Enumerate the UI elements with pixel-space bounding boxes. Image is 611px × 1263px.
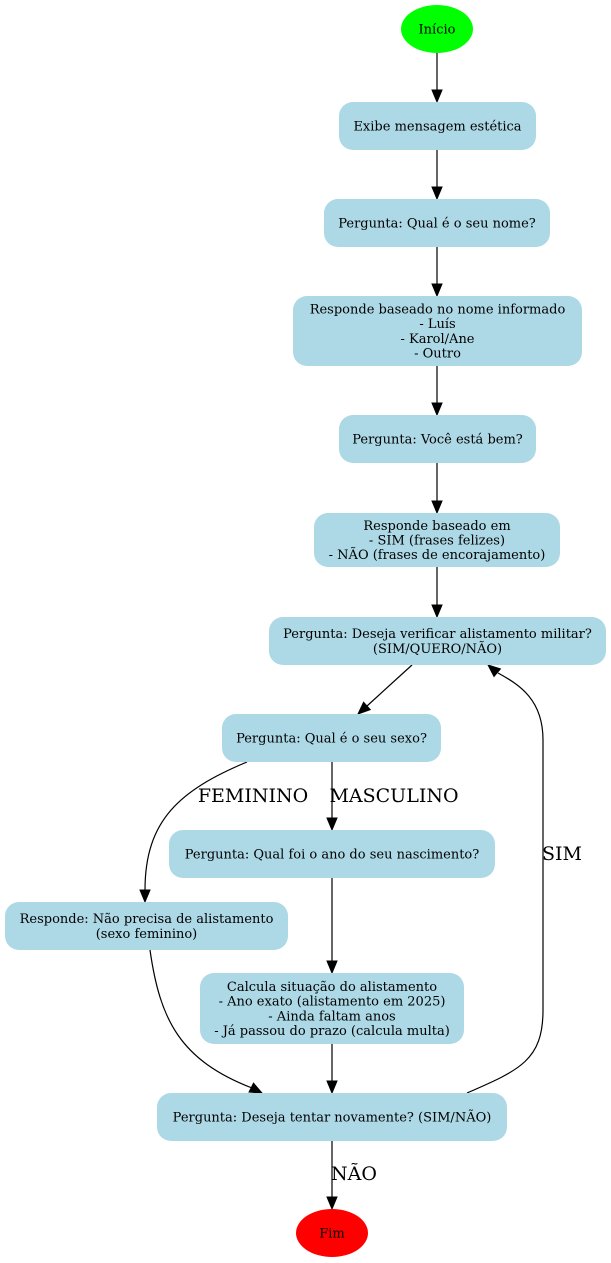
edge-line [366, 664, 413, 707]
node-bem: Pergunta: Você está bem? [339, 415, 536, 463]
edge-label-sim: SIM [542, 843, 582, 865]
node-msg: Exibe mensagem estética [339, 102, 536, 150]
edge-line [466, 672, 544, 1094]
node-fim: Fim [296, 1209, 368, 1257]
node-text-line: - Ano exato (alistamento em 2025) [219, 995, 446, 1010]
edge-respbem-alist [431, 567, 443, 619]
edge-calc-novo [326, 1044, 338, 1095]
process-box [222, 714, 441, 762]
edges [139, 53, 544, 1211]
arrowhead [326, 817, 338, 832]
edge-line [144, 761, 248, 891]
node-text-line: - NÃO (frases de encorajamento) [329, 547, 546, 563]
process-box [339, 415, 536, 463]
node-sexo: Pergunta: Qual é o seu sexo? [222, 714, 441, 762]
node-text-line: Exibe mensagem estética [353, 120, 521, 135]
arrowhead [431, 283, 443, 298]
arrowhead [431, 500, 443, 515]
process-box [169, 830, 495, 878]
process-box [157, 1093, 507, 1141]
arrowhead [326, 960, 338, 975]
edge-label-nao: NÃO [331, 1163, 377, 1185]
process-box [5, 902, 288, 950]
node-alist: Pergunta: Deseja verificar alistamento m… [269, 617, 606, 665]
arrowhead [326, 1196, 338, 1211]
node-text-line: Responde: Não precisa de alistamento [20, 912, 274, 927]
process-box [269, 617, 606, 665]
process-box [314, 513, 560, 567]
node-inicio: Início [401, 5, 473, 53]
node-resp-nome: Responde baseado no nome informado- Luís… [293, 296, 582, 366]
edge-line [149, 949, 253, 1089]
edge-sexo-ano [326, 762, 338, 832]
edge-alist-sexo [357, 664, 413, 715]
edge-inicio-msg [431, 53, 443, 104]
node-resp-bem: Responde baseado em- SIM (frases felizes… [314, 513, 560, 567]
edge-nome-respnome [431, 247, 443, 298]
edge-respnome-bem [431, 366, 443, 417]
end-terminal [296, 1209, 368, 1257]
node-text-line: Fim [319, 1227, 345, 1242]
arrowhead [357, 701, 372, 715]
node-text-line: Início [419, 23, 456, 38]
node-text-line: - Ainda faltam anos [268, 1009, 395, 1024]
start-terminal [401, 5, 473, 53]
node-text-line: Pergunta: Deseja tentar novamente? (SIM/… [173, 1110, 492, 1126]
edge-sexo-fem [139, 761, 248, 904]
edge-bem-respbem [431, 463, 443, 515]
node-text-line: (SIM/QUERO/NÃO) [373, 641, 502, 657]
node-text-line: Responde baseado no nome informado [310, 303, 566, 318]
node-text-line: Pergunta: Qual é o seu sexo? [236, 732, 427, 747]
node-text-line: Pergunta: Qual foi o ano do seu nascimen… [185, 848, 479, 863]
node-fem: Responde: Não precisa de alistamento(sex… [5, 902, 288, 950]
arrowhead [326, 1080, 338, 1095]
node-text-line: - Outro [414, 346, 461, 361]
arrowhead [431, 89, 443, 104]
node-text-line: Pergunta: Deseja verificar alistamento m… [283, 627, 592, 642]
node-text-line: - SIM (frases felizes) [369, 534, 505, 549]
edge-msg-nome [431, 150, 443, 201]
node-text-line: - Karol/Ane [400, 332, 474, 347]
node-nome: Pergunta: Qual é o seu nome? [324, 199, 550, 247]
node-text-line: Calcula situação do alistamento [227, 980, 437, 995]
edge-novo-alist-sim [466, 664, 544, 1094]
edge-label-masculino: MASCULINO [329, 785, 458, 807]
arrowhead [248, 1082, 264, 1094]
node-text-line: Pergunta: Qual é o seu nome? [338, 217, 536, 232]
edge-fem-novo [149, 949, 264, 1094]
process-box [324, 199, 550, 247]
process-box [200, 973, 464, 1044]
process-box [293, 296, 582, 366]
node-text-line: - Luís [419, 317, 455, 332]
process-box [339, 102, 536, 150]
node-text-line: Pergunta: Você está bem? [352, 433, 523, 448]
edge-labels: FEMININO MASCULINO SIM NÃO [198, 785, 582, 1185]
arrowhead [431, 186, 443, 201]
node-text-line: Responde baseado em [363, 519, 510, 534]
node-calc: Calcula situação do alistamento- Ano exa… [200, 973, 464, 1044]
node-ano: Pergunta: Qual foi o ano do seu nascimen… [169, 830, 495, 878]
arrowhead [431, 604, 443, 619]
node-text-line: - Já passou do prazo (calcula multa) [214, 1024, 450, 1039]
arrowhead [431, 402, 443, 417]
edge-label-feminino: FEMININO [198, 785, 308, 807]
node-novo: Pergunta: Deseja tentar novamente? (SIM/… [157, 1093, 507, 1141]
edge-ano-calc [326, 878, 338, 975]
node-text-line: (sexo feminino) [96, 927, 198, 942]
edge-novo-fim [326, 1141, 338, 1211]
arrowhead [139, 889, 151, 904]
arrowhead [487, 664, 502, 678]
